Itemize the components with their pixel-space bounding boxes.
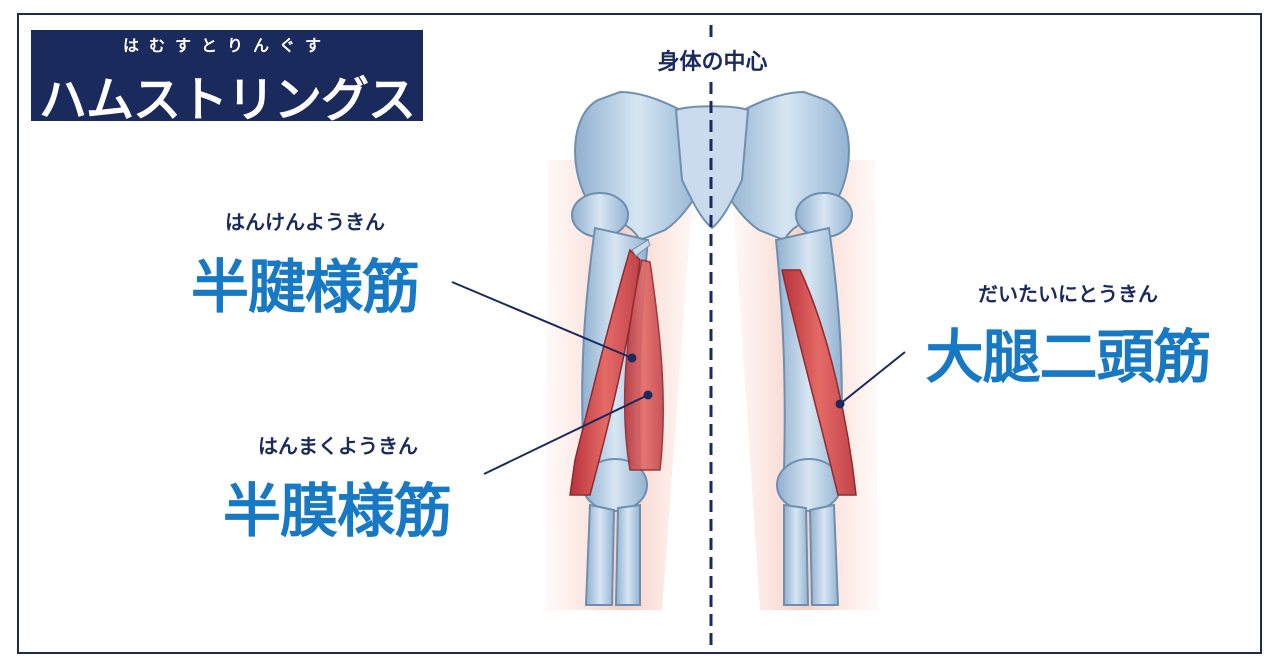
- biceps-femoris-label: 大腿二頭筋: [925, 323, 1211, 391]
- leader-dot-biceps-femoris: [835, 399, 845, 409]
- semimembranosus-muscle: [623, 259, 665, 471]
- biceps-femoris-ruby: だいたいにとうきん: [978, 282, 1158, 306]
- title-ruby: はむすとりんぐす: [122, 36, 331, 55]
- semimembranosus-ruby: はんまくようきん: [258, 434, 418, 458]
- leader-semitendinosus: [451, 281, 633, 359]
- right-tibia: [808, 503, 840, 606]
- left-tibia: [584, 503, 616, 606]
- leader-dot-semimembranosus: [643, 390, 653, 400]
- body-center-label: 身体の中心: [630, 44, 795, 76]
- semitendinosus-label: 半腱様筋: [190, 253, 420, 321]
- title-box: はむすとりんぐす ハムストリングス: [31, 30, 423, 128]
- semimembranosus-label: 半膜様筋: [222, 477, 452, 545]
- leader-biceps-femoris: [839, 351, 906, 405]
- diagram-frame: [17, 13, 1262, 654]
- left-fibula: [614, 503, 641, 606]
- leader-dot-semitendinosus: [627, 353, 637, 363]
- leader-semimembranosus: [483, 394, 649, 475]
- semitendinosus-tendon: [631, 239, 651, 257]
- biceps-femoris-muscle: [781, 269, 857, 496]
- semitendinosus-ruby: はんけんようきん: [225, 210, 385, 234]
- title-text: ハムストリングス: [38, 72, 416, 128]
- right-fibula: [783, 503, 810, 606]
